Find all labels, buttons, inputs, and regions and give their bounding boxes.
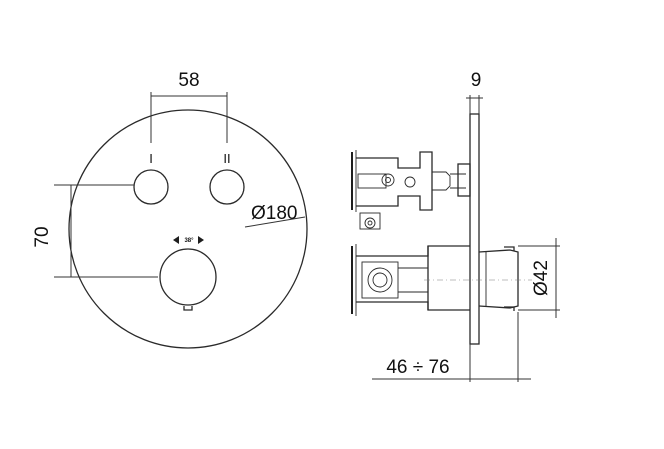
cover-plate-section — [469, 113, 480, 345]
plate-diameter-label: Ø180 — [251, 203, 297, 224]
dial-knob-profile — [478, 246, 519, 311]
handle-diameter-label: Ø42 — [531, 260, 552, 296]
thermostatic-dial — [159, 248, 217, 311]
dial-stop-label: 38° — [184, 238, 194, 244]
plate-thickness-label: 9 — [471, 70, 482, 91]
installation-depth-label: 46 ÷ 76 — [386, 357, 449, 378]
front-view: I II 38° 58 70 Ø180 — [32, 70, 308, 349]
handle-spacing-label: 58 — [178, 70, 199, 91]
left-handle — [133, 169, 169, 205]
thermostatic-valve-body — [351, 244, 470, 316]
wall-plate-outline — [68, 109, 308, 349]
side-view: 9 — [351, 70, 560, 382]
vertical-offset-label: 70 — [32, 226, 53, 247]
diverter-valve-body — [351, 150, 471, 230]
right-handle — [209, 169, 245, 205]
handle-spacing-dimension: 58 — [150, 70, 228, 143]
right-handle-mark: II — [223, 151, 230, 166]
plate-thickness-dimension: 9 — [466, 70, 483, 114]
vertical-offset-dimension: 70 — [32, 184, 158, 278]
plate-diameter-leader: Ø180 — [244, 203, 306, 228]
handle-diameter-dimension: Ø42 — [518, 238, 560, 318]
dial-stop-indicator: 38° — [173, 236, 204, 244]
left-handle-mark: I — [149, 151, 153, 166]
installation-depth-dimension: 46 ÷ 76 — [372, 312, 531, 382]
